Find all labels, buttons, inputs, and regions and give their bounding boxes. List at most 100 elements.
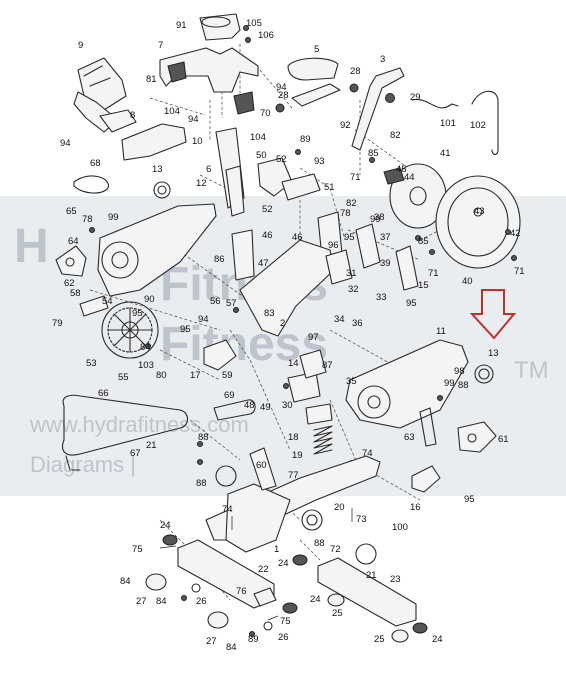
callout-85a: 85 [368,148,379,159]
part-plate-18 [305,403,333,425]
callout-74b: 74 [222,504,233,515]
part-flywheel-40 [435,175,521,269]
callout-47: 47 [258,258,269,269]
callout-98: 98 [454,366,465,377]
callout-38: 38 [374,212,385,223]
callout-16: 16 [410,502,421,513]
callout-69: 69 [224,390,235,401]
callout-81: 81 [146,74,157,85]
callout-42: 42 [510,228,521,239]
part-wheel-26a [191,583,201,593]
callout-30: 30 [282,400,293,411]
callout-103: 103 [138,360,154,371]
part-tube-12 [225,165,245,217]
part-knob-28a [349,83,359,93]
callout-52a: 52 [276,154,287,165]
callout-63: 63 [404,432,415,443]
callout-66: 66 [98,388,109,399]
part-cable-69 [213,399,256,421]
callout-8: 8 [130,110,135,121]
callout-86: 86 [214,254,225,265]
callout-labels: 91 105 106 9 7 5 3 81 28 28 94 94 94 94 … [52,18,525,653]
part-foot-27b [207,611,229,629]
callout-94a: 94 [276,82,287,93]
callout-25a: 25 [332,608,343,619]
callout-2: 2 [280,318,285,329]
part-main-frame-1 [205,455,381,553]
callout-1: 1 [274,544,279,555]
callout-32: 32 [348,284,359,295]
part-belt-66-67 [62,394,189,456]
callout-50: 50 [256,150,267,161]
part-block-14 [299,349,327,379]
callout-20: 20 [334,502,345,513]
part-right-cover-11 [345,339,469,429]
callout-78a: 78 [82,214,93,225]
part-bracket-51 [281,173,321,201]
part-leveler-25b [391,629,409,643]
part-foot-62-hole [65,257,75,267]
callout-85b: 85 [418,236,429,247]
callout-21a: 21 [146,440,157,451]
part-bracket-63 [419,407,437,447]
callout-34: 34 [334,314,345,325]
callout-26b: 26 [278,632,289,643]
callout-79: 79 [52,318,63,329]
callout-6: 6 [206,164,211,175]
callout-13b: 13 [488,348,499,359]
callout-24c: 24 [310,594,321,605]
callout-43: 43 [474,206,485,217]
callout-95a: 95 [344,232,355,243]
callout-78b: 78 [340,208,351,219]
part-endcap-24a [162,534,178,546]
callout-25b: 25 [374,634,385,645]
part-console [73,57,127,133]
callout-35: 35 [346,376,357,387]
part-tube-60 [249,447,277,491]
callout-46a: 46 [262,230,273,241]
part-chainring-55 [101,301,159,359]
callout-24d: 24 [432,634,443,645]
part-motor-30 [287,371,321,403]
callout-105: 105 [246,18,262,29]
callout-26a: 26 [196,596,207,607]
callout-62: 62 [64,278,75,289]
callout-89a: 89 [300,134,311,145]
callout-95c: 95 [180,324,191,335]
callout-57: 57 [226,298,237,309]
callout-94d: 94 [198,314,209,325]
callout-82a: 82 [390,130,401,141]
callout-44: 44 [404,172,415,183]
part-belt-plug [65,455,81,471]
part-ring-13a-inner [157,185,167,195]
part-wire-101 [411,98,459,109]
part-cap-16 [411,465,441,493]
callout-87: 87 [322,360,333,371]
callout-41: 41 [440,148,451,159]
callout-15: 15 [418,280,429,291]
callout-95b: 95 [406,298,417,309]
callout-18: 18 [288,432,299,443]
callout-88b: 88 [196,478,207,489]
part-frame-center-2 [239,239,335,337]
callout-76: 76 [236,586,247,597]
callout-68: 68 [90,158,101,169]
callout-23: 23 [390,574,401,585]
watermark: H Fitness Fitness www.hydrafitness.com D… [14,220,549,477]
callout-27a: 27 [136,596,147,607]
callout-61: 61 [498,434,509,445]
callout-93: 93 [314,156,325,167]
callout-5: 5 [314,44,319,55]
part-ring-21b [355,543,377,565]
callout-89b: 89 [248,634,259,645]
part-tube-46a [231,229,255,281]
callout-7: 7 [158,40,163,51]
part-foot-61 [457,421,497,453]
part-ring-20 [301,509,323,531]
callout-106: 106 [258,30,274,41]
callout-90: 90 [144,294,155,305]
watermark-line2: Fitness [160,318,328,371]
callout-95e: 95 [464,494,475,505]
part-ring-21a [215,465,237,487]
callout-82b: 82 [346,198,357,209]
